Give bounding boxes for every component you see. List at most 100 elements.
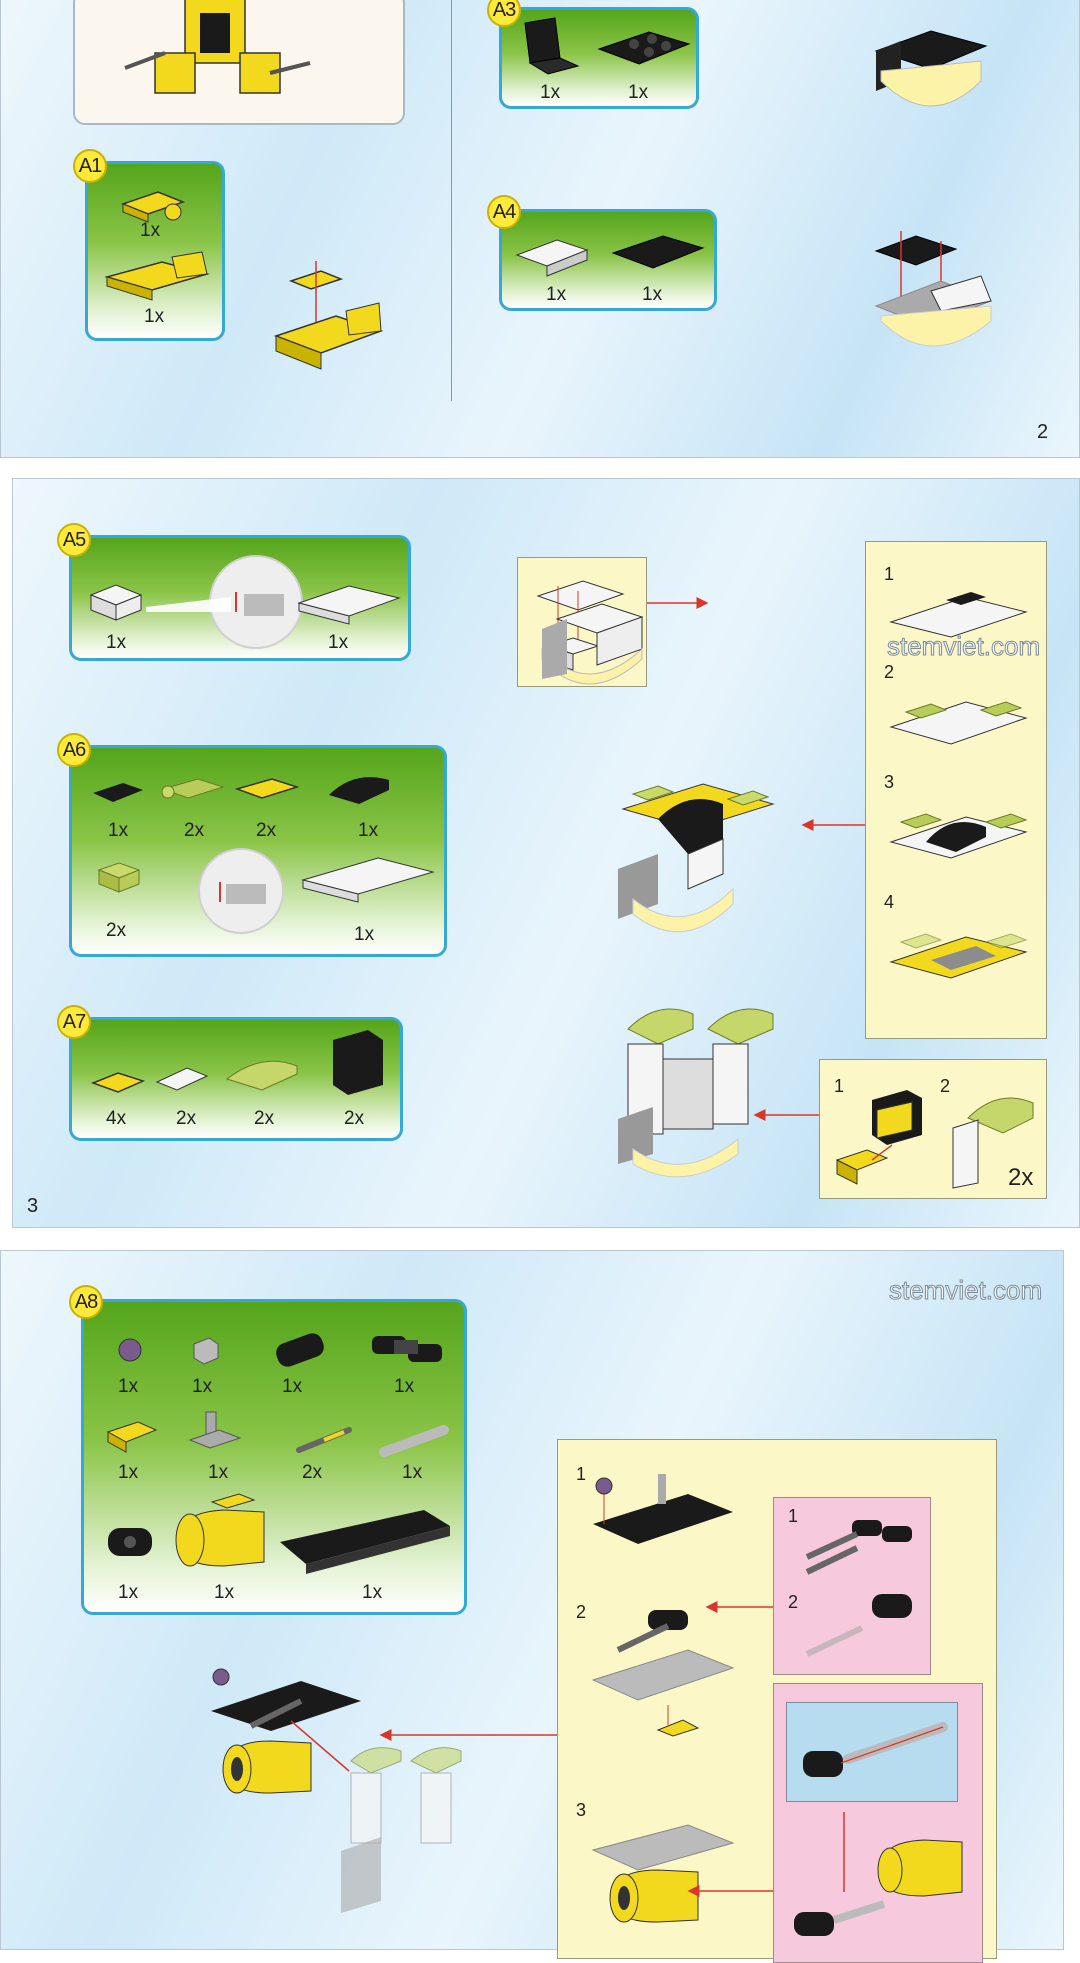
part-quantity: 1x: [546, 284, 567, 305]
part-quantity: 2x: [184, 820, 205, 841]
part-quantity: 1x: [628, 82, 649, 103]
part-quantity: 1x: [540, 82, 561, 103]
part-quantity: 4x: [106, 1108, 127, 1129]
grille-illustration: [155, 1067, 209, 1091]
substep-number: 1: [884, 564, 895, 584]
bracket-illustration: [524, 17, 580, 75]
substep-number: 2: [884, 662, 895, 682]
plate-illustration: [611, 235, 705, 269]
parts-row-illustration: [106, 1411, 449, 1457]
part-quantity: 2x: [256, 820, 277, 841]
parts-panel-a6: 1x 2x 2x 1x 2x 1x: [69, 745, 447, 957]
nested-callout: 1 2: [773, 1497, 931, 1675]
nested-callout-inner: [786, 1702, 958, 1802]
part-quantity: 1x: [118, 1376, 139, 1397]
part-quantity: 1x: [106, 632, 127, 653]
substep-illustration: [805, 1594, 912, 1657]
substep-illustration: [889, 592, 1028, 638]
part-quantity: 2x: [254, 1108, 275, 1129]
page-number: 2: [1037, 421, 1049, 443]
part-quantity: 1x: [140, 220, 161, 241]
bracket-illustration: [333, 1030, 383, 1095]
substep-illustration: [591, 1610, 735, 1737]
parts-panel-a4: 1x 1x: [499, 209, 717, 311]
part-quantity: 1x: [118, 1462, 139, 1483]
substep-number: 2: [576, 1602, 587, 1622]
substep-number: 1: [576, 1464, 587, 1484]
assembly-illustration: [211, 1668, 462, 1913]
parts-panel-a3: 1x 1x: [499, 7, 699, 109]
part-quantity: 1x: [402, 1462, 423, 1483]
substep-illustration: [889, 933, 1028, 979]
model-preview-illustration: [124, 0, 311, 94]
tile-illustration: [93, 783, 143, 802]
substep-illustration: [794, 1812, 963, 1936]
part-quantity: 1x: [108, 820, 129, 841]
part-quantity: 1x: [282, 1376, 303, 1397]
plate-illustration: [301, 857, 435, 903]
step-badge: A7: [57, 1005, 91, 1039]
parts-row-illustration: [108, 1493, 450, 1574]
substep-illustration: [952, 1097, 1034, 1189]
part-quantity: 1x: [144, 306, 165, 327]
substep-number: 1: [834, 1076, 845, 1096]
step-badge: A1: [73, 149, 107, 183]
lime-plate-illustration: [161, 778, 225, 799]
column-divider: [451, 0, 452, 401]
part-quantity: 1x: [328, 632, 349, 653]
step-badge: A6: [57, 733, 91, 767]
substep-number: 2: [788, 1592, 799, 1612]
step-badge: A8: [69, 1285, 103, 1319]
parts-panel-a7: 4x 2x 2x 2x: [69, 1017, 403, 1141]
brick-illustration: [104, 251, 210, 301]
sub-assembly-callout-small: 1 2 2x: [819, 1059, 1047, 1199]
lime-brick-illustration: [97, 862, 141, 893]
assembly-hint-circle: [198, 848, 284, 934]
substep-illustration: [803, 1722, 948, 1777]
sub-assembly-callout-large: 1 2 3 4: [865, 541, 1047, 1039]
plate-illustration: [597, 31, 691, 65]
substep-number: 3: [576, 1800, 587, 1820]
part-quantity: 1x: [642, 284, 663, 305]
part-quantity: 1x: [118, 1582, 139, 1603]
part-quantity: 1x: [208, 1462, 229, 1483]
assembly-illustration: [874, 231, 993, 347]
substep-illustration: [889, 813, 1028, 859]
substep-illustration: [835, 1090, 922, 1185]
parts-panel-a1: 1x 1x: [85, 161, 225, 341]
slope-illustration: [515, 239, 589, 277]
substep-number: 2: [940, 1076, 951, 1096]
substep-illustration: [805, 1520, 912, 1575]
instruction-page-4: stemviet.com 1x 1x 1x 1x 1x 1x 2x 1x: [0, 1250, 1064, 1963]
tile-illustration: [90, 1072, 146, 1093]
substep-illustration: [593, 1474, 733, 1544]
part-quantity: 1x: [394, 1376, 415, 1397]
page-number: 3: [27, 1195, 39, 1217]
assembly-illustration: [618, 783, 775, 933]
watermark-text: stemviet.com: [886, 631, 1041, 662]
parts-panel-a5: 1x 1x: [69, 535, 411, 661]
yellow-clip-illustration: [234, 778, 300, 799]
step-badge: A4: [487, 195, 521, 229]
part-quantity: 1x: [192, 1376, 213, 1397]
substep-number: 3: [884, 772, 895, 792]
plate-illustration: [297, 585, 401, 625]
curved-slope-illustration: [329, 777, 389, 804]
nested-callout: [773, 1683, 983, 1963]
substep-number: 4: [884, 892, 895, 912]
part-quantity: 1x: [358, 820, 379, 841]
substep-illustration: [889, 701, 1028, 745]
part-quantity: 2x: [106, 920, 127, 941]
part-quantity: 1x: [214, 1582, 235, 1603]
brick-illustration: [89, 584, 143, 621]
step-badge: A3: [487, 0, 521, 27]
instruction-page-2: 1x 1x A1 1x 1x A3: [0, 0, 1080, 458]
substep-illustration: [591, 1824, 735, 1923]
part-quantity: 2x: [344, 1108, 365, 1129]
assembly-illustration: [541, 603, 644, 685]
curved-lime-illustration: [225, 1060, 298, 1091]
part-quantity: 1x: [354, 924, 375, 945]
substep-number: 1: [788, 1506, 799, 1526]
parts-row-illustration: [118, 1333, 442, 1367]
assembly-illustration: [618, 1008, 774, 1178]
